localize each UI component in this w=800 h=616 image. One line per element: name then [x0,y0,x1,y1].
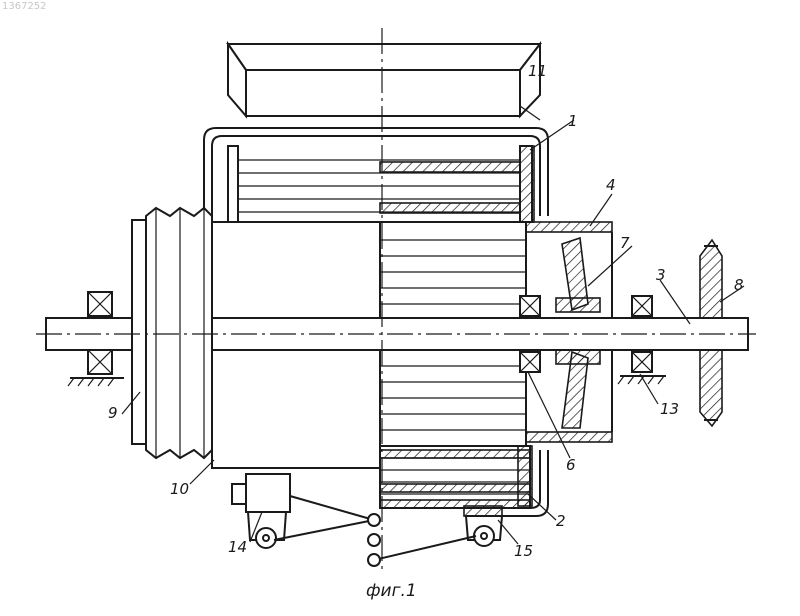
mount-right [464,506,502,546]
label-4: 4 [606,176,616,194]
label-10: 10 [170,480,189,498]
stator-upper [238,146,534,222]
label-8: 8 [734,276,744,294]
fan-hood [228,44,540,116]
label-2: 2 [556,512,566,530]
label-3: 3 [656,266,666,284]
label-11: 11 [528,62,547,80]
label-15: 15 [514,542,533,560]
label-13: 13 [660,400,679,418]
label-1: 1 [568,112,578,130]
label-14: 14 [228,538,247,556]
figure-caption: фиг.1 [366,581,417,601]
document-number: 1367252 [2,1,47,12]
label-9: 9 [108,404,118,422]
pulley-left [132,208,212,458]
label-6: 6 [566,456,576,474]
label-7: 7 [620,234,630,252]
mount-left [232,474,290,548]
